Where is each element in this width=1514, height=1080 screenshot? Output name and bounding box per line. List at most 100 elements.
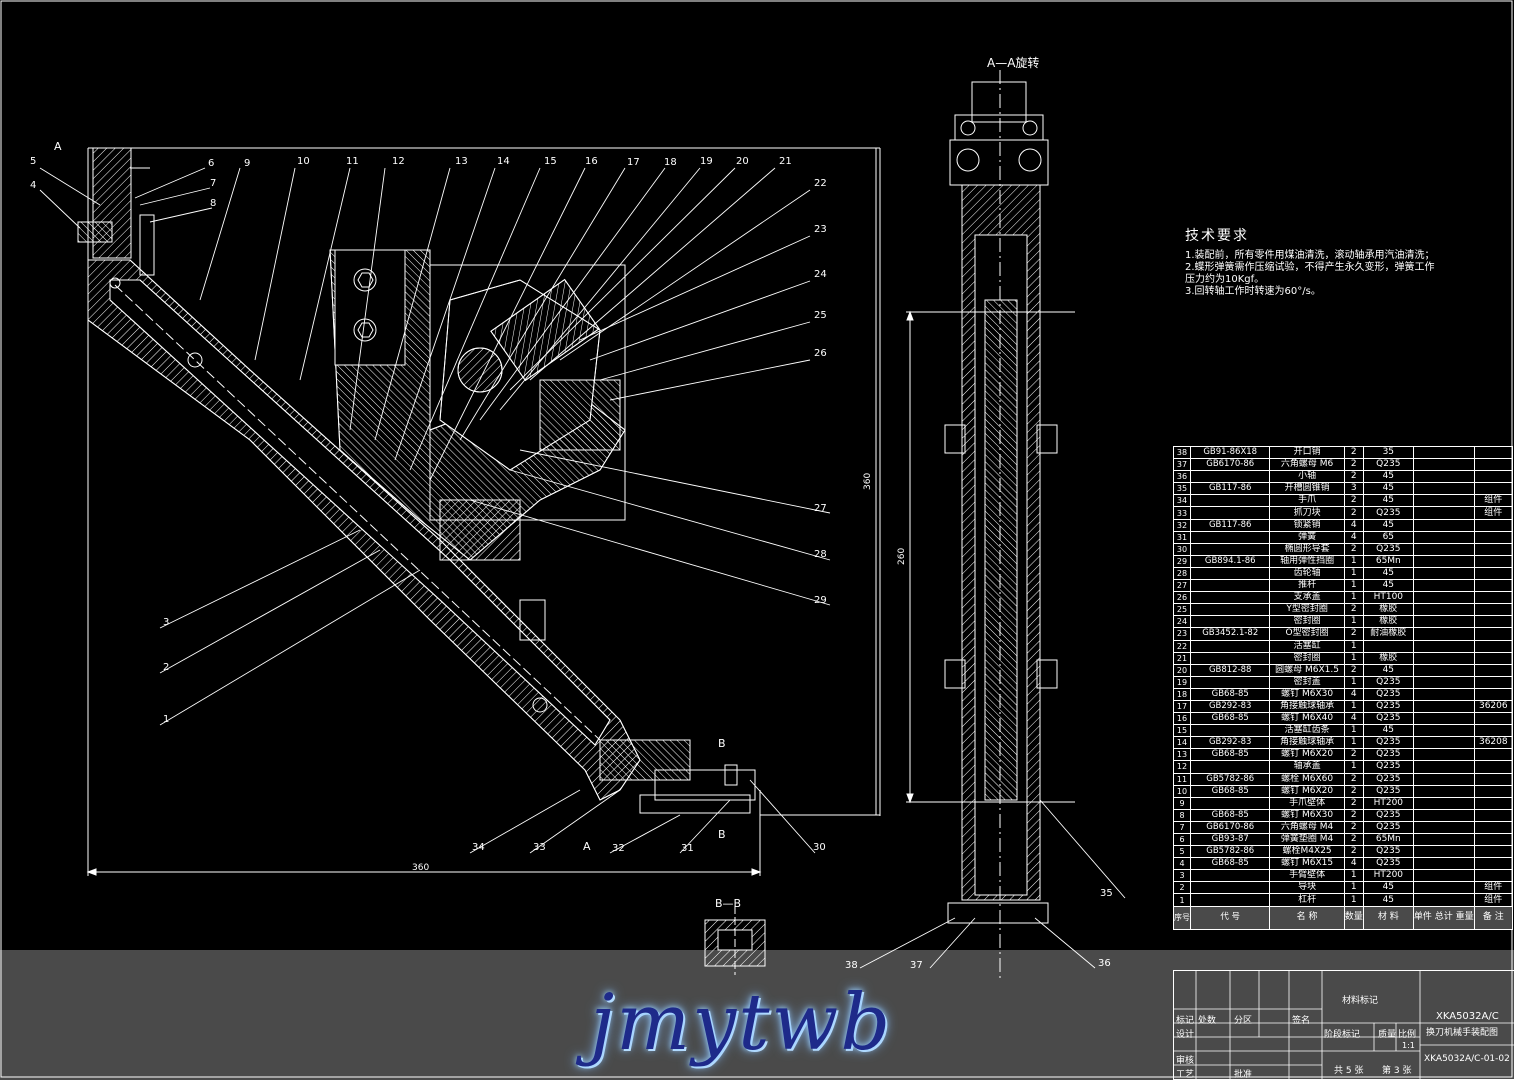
bom-cell bbox=[1473, 869, 1514, 883]
bom-cell: 1 bbox=[1173, 893, 1191, 907]
bom-cell: 23 bbox=[1173, 627, 1191, 641]
bom-cell bbox=[1412, 893, 1475, 907]
bom-cell: 1 bbox=[1343, 554, 1364, 568]
bom-cell: 2 bbox=[1343, 458, 1364, 472]
bom-cell bbox=[1412, 603, 1475, 617]
bom-cell: 1 bbox=[1343, 651, 1364, 665]
bom-cell bbox=[1189, 530, 1271, 544]
bom-cell: 组件 bbox=[1473, 893, 1514, 907]
bom-cell: 2 bbox=[1343, 772, 1364, 786]
bom-cell: Q235 bbox=[1362, 687, 1414, 701]
bom-cell: 1 bbox=[1343, 699, 1364, 714]
bom-cell: 11 bbox=[1173, 772, 1191, 786]
tech-requirements: 技术要求 1.装配前，所有零件用煤油清洗，滚动轴承用汽油清洗； 2.蝶形弹簧需作… bbox=[1185, 229, 1505, 298]
bom-cell: 齿轮轴 bbox=[1269, 566, 1345, 581]
dim-height: 360 bbox=[863, 473, 873, 490]
bom-cell: 2 bbox=[1343, 748, 1364, 762]
bom-cell bbox=[1412, 857, 1475, 871]
section-aa bbox=[906, 70, 1075, 980]
bom-cell bbox=[1473, 784, 1514, 798]
bom-cell: Q235 bbox=[1362, 712, 1414, 726]
check-label: 审核 bbox=[1176, 1056, 1195, 1066]
part-35: 35 bbox=[1100, 888, 1113, 899]
part-13: 13 bbox=[455, 156, 468, 167]
bom-cell bbox=[1473, 675, 1514, 689]
part-4: 4 bbox=[30, 180, 36, 191]
bom-cell bbox=[1189, 869, 1271, 883]
bom-cell bbox=[1412, 796, 1475, 810]
bom-cell bbox=[1412, 881, 1475, 895]
bom-cell: 2 bbox=[1343, 832, 1364, 847]
bom-cell: 2 bbox=[1343, 627, 1364, 641]
bom-cell: 18 bbox=[1173, 687, 1191, 701]
process-label: 工艺 bbox=[1176, 1070, 1195, 1080]
bom-cell bbox=[1412, 470, 1475, 484]
bom-cell bbox=[1473, 857, 1514, 871]
scale-value: 1:1 bbox=[1402, 1041, 1415, 1050]
bom-cell: 25 bbox=[1173, 603, 1191, 617]
bom-cell bbox=[1473, 651, 1514, 665]
bom-cell: 28 bbox=[1173, 566, 1191, 581]
bom-cell: 1 bbox=[1343, 579, 1364, 593]
bom-cell: 角接触球轴承 bbox=[1269, 736, 1345, 750]
bom-cell bbox=[1412, 627, 1475, 641]
bom-cell bbox=[1473, 796, 1514, 810]
bom-cell: 轴用弹性挡圈 bbox=[1269, 554, 1345, 568]
bom-cell: 橡胶 bbox=[1362, 615, 1414, 629]
bom-cell: 推杆 bbox=[1269, 579, 1345, 593]
part-2: 2 bbox=[163, 662, 169, 673]
bom-cell bbox=[1473, 639, 1514, 653]
bom-cell bbox=[1412, 639, 1475, 653]
bom-cell bbox=[1412, 554, 1475, 568]
bom-cell bbox=[1473, 603, 1514, 617]
bom-cell bbox=[1412, 808, 1475, 822]
bom-cell bbox=[1412, 675, 1475, 689]
bom-cell: 45 bbox=[1362, 470, 1414, 484]
label-b-top: B bbox=[718, 737, 726, 750]
bom-cell: 27 bbox=[1173, 579, 1191, 593]
part-11: 11 bbox=[346, 156, 359, 167]
bom-cell: 螺钉 M6X30 bbox=[1269, 687, 1345, 701]
bom-cell: 1 bbox=[1343, 724, 1364, 738]
bom-cell: GB68-85 bbox=[1189, 748, 1271, 762]
bom-header-cell: 代 号 bbox=[1189, 905, 1271, 930]
bom-cell: 45 bbox=[1362, 663, 1414, 677]
bom-cell: GB6170-86 bbox=[1189, 820, 1271, 835]
bom-cell bbox=[1189, 760, 1271, 774]
sheet-number: 第 3 张 bbox=[1382, 1066, 1412, 1076]
bom-cell: 2 bbox=[1343, 494, 1364, 508]
main-view bbox=[77, 147, 881, 876]
bom-cell: 2 bbox=[1343, 506, 1364, 520]
bom-cell bbox=[1473, 808, 1514, 822]
bom-cell bbox=[1412, 784, 1475, 798]
bom-cell: O型密封圈 bbox=[1269, 627, 1345, 641]
part-25: 25 bbox=[814, 310, 827, 321]
bom-cell bbox=[1189, 639, 1271, 653]
bom-cell: 活塞缸齿条 bbox=[1269, 724, 1345, 738]
bom-cell: GB68-85 bbox=[1189, 808, 1271, 822]
bom-cell: 13 bbox=[1173, 748, 1191, 762]
bom-cell bbox=[1412, 566, 1475, 581]
bom-cell bbox=[1189, 470, 1271, 484]
bom-cell bbox=[1473, 615, 1514, 629]
bom-cell bbox=[1473, 820, 1514, 835]
view-labels: A—A旋转 A A B B B—B 360 360 260 bbox=[54, 55, 1039, 910]
bom-cell: 杠杆 bbox=[1269, 893, 1345, 907]
bom-cell bbox=[1473, 458, 1514, 472]
bom-cell bbox=[1189, 796, 1271, 810]
part-20: 20 bbox=[736, 156, 749, 167]
bom-cell: 22 bbox=[1173, 639, 1191, 653]
bom-cell: 4 bbox=[1173, 857, 1191, 871]
bom-cell bbox=[1412, 663, 1475, 677]
bom-cell: 1 bbox=[1343, 591, 1364, 605]
bom-cell: 手爪 bbox=[1269, 494, 1345, 508]
